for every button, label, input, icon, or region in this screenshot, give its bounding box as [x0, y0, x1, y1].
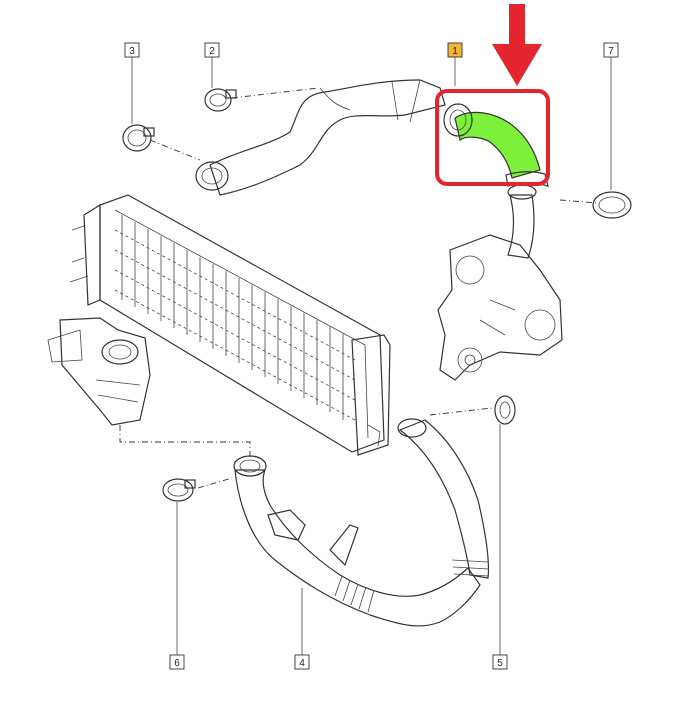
callout-1: 1	[447, 42, 463, 86]
turbocharger	[437, 234, 563, 381]
pointer-arrow-icon	[492, 4, 542, 86]
callout-label-1: 1	[452, 46, 458, 57]
bellows	[334, 575, 375, 613]
clamp-5-top	[494, 395, 516, 425]
highlighted-hose-1	[443, 103, 549, 187]
callout-4: 4	[294, 588, 310, 670]
callout-label-5: 5	[497, 658, 503, 669]
seal-ring-7	[592, 191, 632, 219]
callout-7: 7	[603, 42, 619, 190]
upper-intake-pipe	[195, 79, 446, 196]
clamp-2	[204, 88, 237, 112]
throttle-body	[47, 317, 151, 426]
clamp-3	[122, 124, 155, 152]
clamp-6	[162, 478, 196, 502]
callout-5: 5	[492, 424, 508, 670]
leader-lines	[119, 87, 599, 489]
intercooler	[69, 194, 391, 456]
callout-3: 3	[124, 42, 140, 124]
intercooler-core-fins	[114, 215, 356, 421]
callout-label-7: 7	[608, 46, 614, 57]
callout-label-3: 3	[129, 46, 135, 57]
callout-6: 6	[169, 502, 185, 670]
callout-label-2: 2	[209, 46, 215, 57]
hose-5-ribs	[451, 559, 490, 577]
right-hose-5	[397, 418, 490, 579]
callout-label-4: 4	[299, 658, 305, 669]
highlight-box	[435, 89, 550, 186]
callout-label-6: 6	[174, 658, 180, 669]
callout-2: 2	[204, 42, 220, 88]
lower-hose-4	[233, 455, 481, 627]
